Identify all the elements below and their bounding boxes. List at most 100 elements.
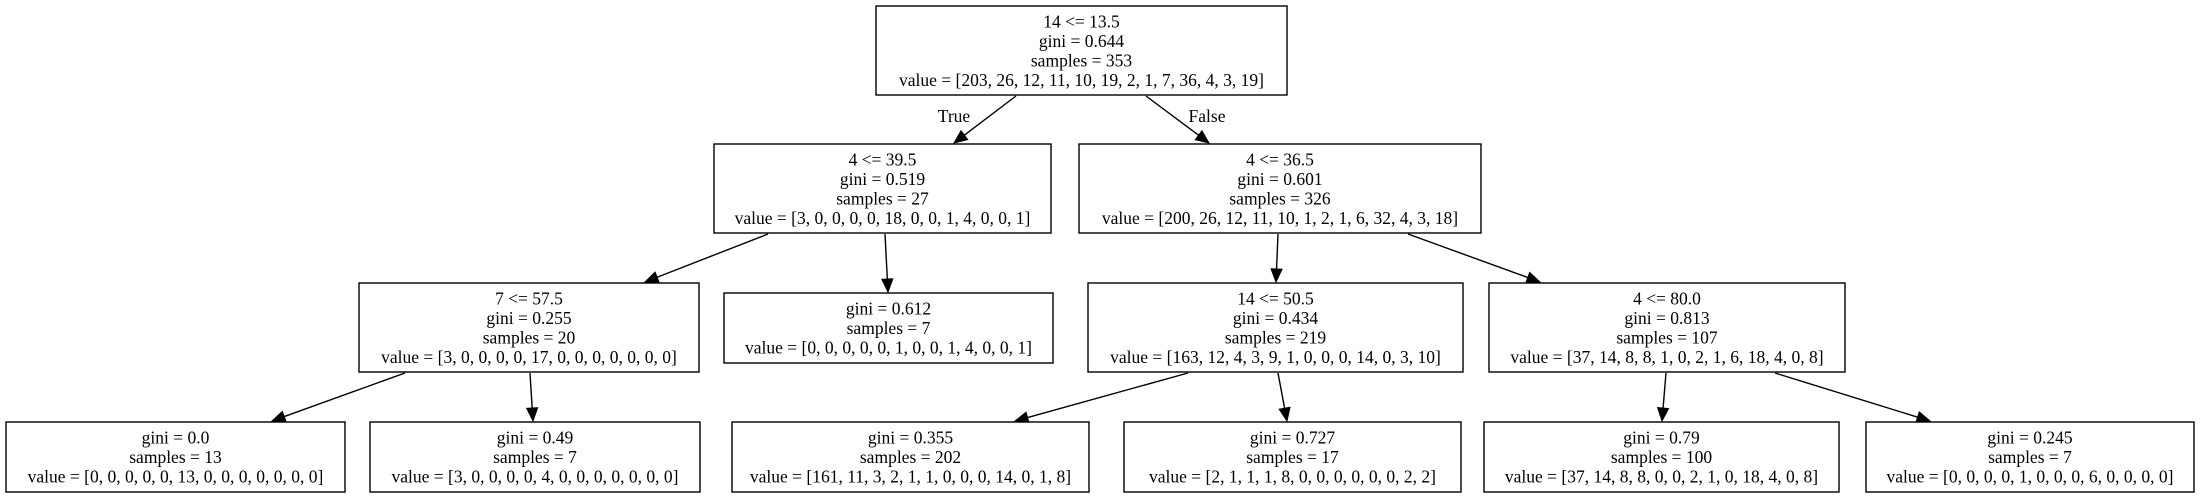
edge-n5-n10 [1277,372,1291,423]
arrow-head [1270,268,1283,284]
node-line: value = [2, 1, 1, 1, 8, 0, 0, 0, 0, 0, 0… [1149,467,1436,487]
node-line: gini = 0.49 [497,428,574,448]
node-line: value = [0, 0, 0, 0, 1, 0, 0, 0, 6, 0, 0… [1887,467,2174,487]
node-line: 4 <= 36.5 [1246,149,1314,169]
node-line: value = [0, 0, 0, 0, 0, 1, 0, 0, 1, 4, 0… [745,338,1032,358]
edge-n6-n11 [1656,372,1670,423]
node-line: gini = 0.434 [1233,308,1318,328]
node-line: 14 <= 50.5 [1237,288,1314,308]
node-line: value = [203, 26, 12, 11, 10, 19, 2, 1, … [899,70,1264,90]
node-line: gini = 0.79 [1623,428,1700,448]
node-box [713,143,1052,234]
edge-n6-n12 [1774,372,1932,423]
node-line: samples = 13 [129,447,222,467]
node-line: gini = 0.612 [846,299,931,319]
node-line: value = [37, 14, 8, 8, 0, 0, 2, 1, 0, 18… [1505,467,1818,487]
edge-n3-n8 [525,372,539,423]
edges-layer: True False [270,95,1932,424]
node-line: gini = 0.644 [1039,31,1124,51]
node-line: samples = 326 [1229,188,1330,208]
edge-line [884,233,889,280]
node-line: samples = 17 [1246,447,1339,467]
arrow-head [1525,271,1542,284]
node-line: samples = 107 [1616,327,1717,347]
arrow-head [270,410,287,423]
arrow-head [643,271,660,283]
edge-line [963,95,1017,136]
node-line: samples = 219 [1225,327,1326,347]
node-line: value = [3, 0, 0, 0, 0, 4, 0, 0, 0, 0, 0… [392,467,679,487]
node-box [731,421,1090,493]
node-line: 14 <= 13.5 [1043,11,1120,31]
node-line: samples = 202 [860,447,961,467]
node-line: value = [3, 0, 0, 0, 0, 18, 0, 0, 1, 4, … [735,208,1031,228]
node-box [1488,282,1846,373]
edge-n0-n1: True [938,95,1017,144]
edge-n3-n7 [270,372,406,423]
arrow-head [1278,406,1291,423]
node-box [1123,421,1462,493]
arrow-head [881,278,894,294]
edge-n0-n2: False [1145,95,1226,144]
edge-line [656,233,769,278]
node-line: 4 <= 80.0 [1633,288,1701,308]
edge-n2-n5 [1270,233,1283,284]
edge-line [1774,372,1918,418]
edge-line [1027,372,1189,419]
node-box [1078,143,1482,234]
edge-line [283,372,406,418]
node-line: value = [3, 0, 0, 0, 0, 17, 0, 0, 0, 0, … [381,347,677,367]
edge-n1-n4 [881,233,894,294]
node-box [723,292,1054,364]
node-line: gini = 0.813 [1624,308,1709,328]
edge-line [1145,95,1199,136]
node-line: samples = 353 [1031,50,1132,70]
node-line: samples = 20 [483,327,576,347]
node-line: gini = 0.255 [486,308,571,328]
node-box [875,5,1288,96]
node-line: gini = 0.245 [1987,428,2072,448]
node-line: samples = 7 [1988,447,2072,467]
node-line: gini = 0.519 [840,169,925,189]
node-line: 4 <= 39.5 [849,149,917,169]
node-line: samples = 7 [493,447,577,467]
edge-line [1277,372,1286,409]
edge-n5-n9 [1013,372,1189,424]
node-line: gini = 0.355 [868,428,953,448]
edge-line [1275,233,1279,270]
edge-n1-n3 [643,233,769,283]
edge-line [1407,233,1529,279]
edge-label: True [938,106,971,126]
node-line: samples = 27 [836,188,929,208]
node-box [1087,282,1464,373]
node-box [1865,421,2195,493]
arrow-head [1656,407,1670,423]
node-box [369,421,701,493]
node-line: samples = 100 [1611,447,1712,467]
edge-line [1662,372,1667,409]
node-box [358,282,700,373]
node-line: value = [200, 26, 12, 11, 10, 1, 2, 1, 6… [1102,208,1458,228]
node-line: value = [163, 12, 4, 3, 9, 1, 0, 0, 0, 1… [1110,347,1441,367]
node-line: 7 <= 57.5 [495,288,563,308]
node-line: gini = 0.727 [1250,428,1335,448]
arrow-head [952,129,969,144]
arrow-head [1194,129,1211,144]
edge-line [529,372,533,409]
edge-n2-n6 [1407,233,1542,284]
arrow-head [1013,411,1030,424]
node-line: value = [37, 14, 8, 8, 1, 0, 2, 1, 6, 18… [1510,347,1823,367]
